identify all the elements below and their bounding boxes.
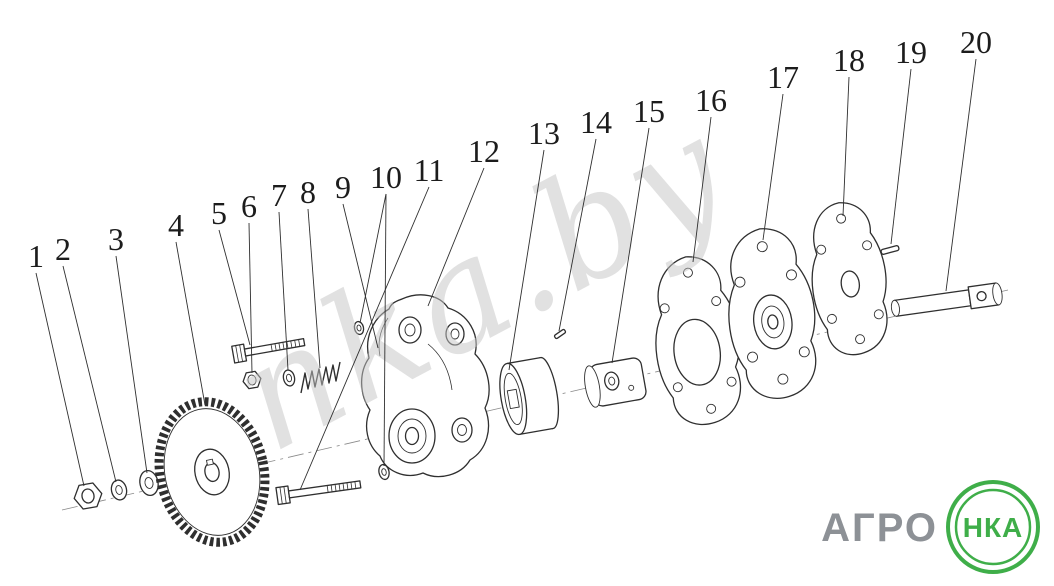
part-number-16: 16 [695, 82, 727, 118]
logo-badge-text: НКА [963, 512, 1024, 543]
part-number-2: 2 [55, 231, 71, 267]
assembly-drawing [61, 202, 1009, 547]
part-number-9: 9 [335, 169, 351, 205]
part-number-5: 5 [211, 195, 227, 231]
leader-line-14 [558, 138, 597, 332]
part-shaft [890, 282, 1003, 317]
part-seal-washer-b [378, 463, 390, 481]
logo-badge-outer-ring [946, 480, 1040, 574]
leader-line-7 [278, 211, 289, 371]
leader-line-20 [945, 58, 977, 292]
leader-line-13 [508, 149, 545, 371]
part-gasket [655, 256, 742, 426]
part-key [880, 245, 900, 255]
leader-line-5 [218, 229, 251, 346]
brand-text: АГРО [821, 506, 938, 550]
part-cover [728, 228, 817, 399]
logo-badge-inner-ring [954, 488, 1032, 566]
part-pump-housing [360, 294, 490, 478]
leader-line-11 [299, 186, 430, 491]
part-number-20: 20 [960, 24, 992, 60]
leader-line-12 [427, 167, 485, 307]
part-number-1: 1 [28, 238, 44, 274]
part-bolt-lower [275, 480, 362, 506]
part-number-3: 3 [108, 221, 124, 257]
part-number-13: 13 [528, 115, 560, 151]
leader-line-3 [115, 255, 148, 474]
part-drive-gear [154, 397, 270, 547]
part-number-8: 8 [300, 174, 316, 210]
part-pin [553, 328, 567, 340]
part-end-plate [811, 202, 888, 356]
part-number-12: 12 [468, 133, 500, 169]
part-valve-washer [282, 369, 296, 387]
leader-line-4 [175, 241, 206, 406]
leader-line-15 [611, 127, 650, 364]
leader-line-8 [307, 208, 321, 369]
leader-line-18 [842, 76, 850, 217]
part-pump-rotor [499, 356, 560, 436]
part-number-4: 4 [168, 207, 184, 243]
leader-line-2 [62, 265, 117, 483]
part-number-7: 7 [271, 177, 287, 213]
part-spring-washer [110, 479, 128, 501]
leader-line-16 [692, 116, 712, 263]
part-hex-nut [73, 482, 103, 510]
leader-line-10 [359, 193, 387, 324]
leader-line-6 [248, 222, 253, 374]
leader-line-9 [342, 203, 379, 349]
part-flat-washer [139, 469, 159, 497]
part-number-14: 14 [580, 104, 612, 140]
part-number-11: 11 [414, 152, 445, 188]
part-coupling [584, 357, 647, 408]
leader-line-19 [890, 68, 912, 245]
part-number-17: 17 [767, 59, 799, 95]
part-number-15: 15 [633, 93, 665, 129]
leader-line-17 [762, 93, 784, 241]
part-number-18: 18 [833, 42, 865, 78]
leader-line-10 [383, 193, 387, 467]
brand-logo: АГРО НКА [821, 480, 1040, 574]
part-seal-washer-a [353, 320, 365, 336]
part-number-19: 19 [895, 34, 927, 70]
part-number-6: 6 [241, 188, 257, 224]
part-number-10: 10 [370, 159, 402, 195]
part-bolt-upper [231, 338, 306, 364]
part-small-nut [242, 370, 262, 390]
part-relief-spring [300, 361, 341, 394]
leader-line-1 [35, 272, 85, 487]
